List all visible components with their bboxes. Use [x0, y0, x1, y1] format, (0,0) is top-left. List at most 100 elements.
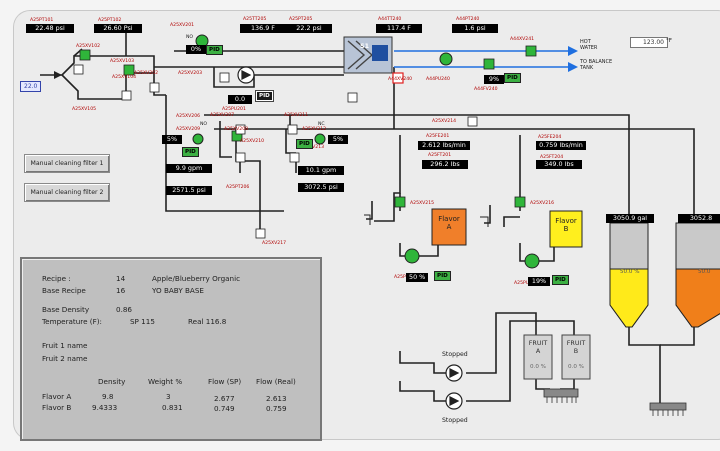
- header-weight: Weight %: [148, 377, 183, 386]
- hot-water-arrow: [568, 46, 578, 56]
- fruit-b-level: 0.0 %: [568, 364, 584, 370]
- tag-pt205: A25PT205: [289, 17, 313, 22]
- row-weight: 3: [166, 392, 171, 401]
- tag-xv209: A25XV209: [176, 127, 201, 132]
- alarm-valve: [392, 72, 404, 84]
- recipe-name: Apple/Blueberry Organic: [152, 274, 241, 283]
- fruit-a-label: FRUIT A: [528, 339, 548, 355]
- recipe-number: 14: [116, 274, 126, 283]
- tag-xv216: A25XV216: [530, 201, 555, 206]
- pid-pump-b-button[interactable]: PID: [552, 275, 569, 285]
- hot-water-label: HOT WATER: [580, 39, 598, 51]
- display-pump-b: 19%: [528, 277, 550, 286]
- header-density: Density: [98, 377, 126, 386]
- display-silo-1: 3050.9 gal: [606, 214, 654, 223]
- tag-xv103: A25XV103: [110, 59, 135, 64]
- fruit-a-tank: [523, 334, 553, 380]
- display-ft201: 296.2 lbs: [422, 160, 468, 169]
- tag-pu203: A25PU203: [514, 281, 538, 286]
- tag-xv202: A25XV202: [134, 71, 159, 76]
- flavor-b-pump: [524, 253, 540, 269]
- pid-v203-button[interactable]: PID: [206, 45, 223, 55]
- tag-xv211: A25XV211: [284, 113, 309, 118]
- balance-tank-label: TO BALANCE TANK: [580, 59, 613, 71]
- valve-xv215: [394, 196, 406, 208]
- display-v203: 0%: [186, 45, 206, 54]
- silo-1-level: 50.0 %: [620, 269, 640, 275]
- base-density-label: Base Density: [42, 305, 90, 314]
- deg-f-label: °F: [666, 38, 673, 44]
- return-header: [204, 114, 630, 215]
- tag-pu202: A25PU202: [394, 275, 418, 280]
- row-flow-sp: 2.677: [214, 394, 235, 403]
- display-pt102: 26.60 Psi: [94, 24, 142, 33]
- flavor-b-tank: [549, 210, 583, 248]
- display-fe201: 2.612 lbs/min: [418, 141, 470, 150]
- tag-xv241: A44XV241: [510, 37, 535, 42]
- display-v212: 5%: [328, 135, 348, 144]
- tag-pt240: A44PT240: [456, 17, 480, 22]
- tag-xv217: A25XV217: [262, 241, 287, 246]
- display-pt240: 1.6 psi: [452, 24, 498, 33]
- tag-xv214: A25XV214: [432, 119, 457, 124]
- row-flow-real: 2.613: [266, 394, 287, 403]
- flavor-a-tank: [431, 208, 467, 246]
- fruit-a-level: 0.0 %: [530, 364, 546, 370]
- flavor-a-pump: [404, 248, 420, 264]
- row-flow-real: 0.759: [266, 404, 287, 413]
- tag-xv104: A25XV104: [112, 75, 137, 80]
- temperature-sp: SP 115: [130, 317, 155, 326]
- display-pt205: 22.2 psi: [286, 24, 332, 33]
- pid-main-button[interactable]: PID: [255, 90, 274, 102]
- recipe-label: Recipe :: [42, 274, 71, 283]
- tag-fe204: A25FE204: [538, 135, 562, 140]
- base-recipe-number: 16: [116, 286, 126, 295]
- pid-v209-button[interactable]: PID: [182, 147, 199, 157]
- base-recipe-name: YO BABY BASE: [152, 286, 204, 295]
- row-name: Flavor B: [42, 403, 72, 412]
- tag-xv206: A25XV206: [176, 114, 201, 119]
- filler-2: [649, 402, 687, 411]
- fruit-2-name: Fruit 2 name: [42, 354, 88, 363]
- hot-water-setpoint[interactable]: 123.00: [630, 37, 668, 48]
- valve-fv240: [483, 58, 495, 70]
- manual-cleaning-filter-2-button[interactable]: Manual cleaning filter 2: [24, 183, 110, 202]
- tag-xv208: A25XV208: [224, 127, 249, 132]
- tag-xv207: A25XV207: [210, 113, 235, 118]
- balance-arrow: [568, 62, 578, 72]
- inlet-value: 22.0: [20, 81, 42, 92]
- tag-pt102: A25PT102: [98, 18, 122, 23]
- no-marker: NO: [186, 35, 194, 40]
- header-flow-real: Flow (Real): [256, 377, 296, 386]
- tag-fe201: A25FE201: [426, 134, 450, 139]
- temperature-label: Temperature (F):: [42, 317, 102, 326]
- row-flow-sp: 0.749: [214, 404, 235, 413]
- display-silo-2: 3052.8: [678, 214, 720, 223]
- tag-pu201: A25PU201: [222, 107, 246, 112]
- silo-2-level: 50.0: [698, 269, 711, 275]
- display-psi-b: 3072.5 psi: [298, 183, 344, 192]
- display-ft204: 349.0 lbs: [536, 160, 582, 169]
- pid-pump-a-button[interactable]: PID: [434, 271, 451, 281]
- tag-xv203: A25XV203: [178, 71, 203, 76]
- display-gpm-b: 10.1 gpm: [298, 166, 344, 175]
- tag-tt205: A25TT205: [243, 17, 267, 22]
- tag-pt206: A25PT206: [226, 185, 250, 190]
- pid-v212-button[interactable]: PID: [296, 139, 313, 149]
- tag-tt240: A44TT240: [378, 17, 402, 22]
- valve-xv241: [525, 45, 537, 57]
- base-recipe-label: Base Recipe: [42, 286, 86, 295]
- temperature-real: Real 116.8: [188, 317, 227, 326]
- valve-xv216: [514, 196, 526, 208]
- heat-exchanger-label: S1: [360, 42, 370, 50]
- valve-xv103: [123, 64, 135, 76]
- nc-marker: NC: [318, 122, 325, 127]
- fruit-1-name: Fruit 1 name: [42, 341, 88, 350]
- tag-pt101: A25PT101: [30, 18, 54, 23]
- fruit-b-label: FRUIT B: [566, 339, 586, 355]
- display-tt240: 117.4 F: [376, 24, 422, 33]
- manual-cleaning-filter-1-button[interactable]: Manual cleaning filter 1: [24, 154, 110, 173]
- pid-hot-button[interactable]: PID: [504, 73, 521, 83]
- tag-xv105: A25XV105: [72, 107, 97, 112]
